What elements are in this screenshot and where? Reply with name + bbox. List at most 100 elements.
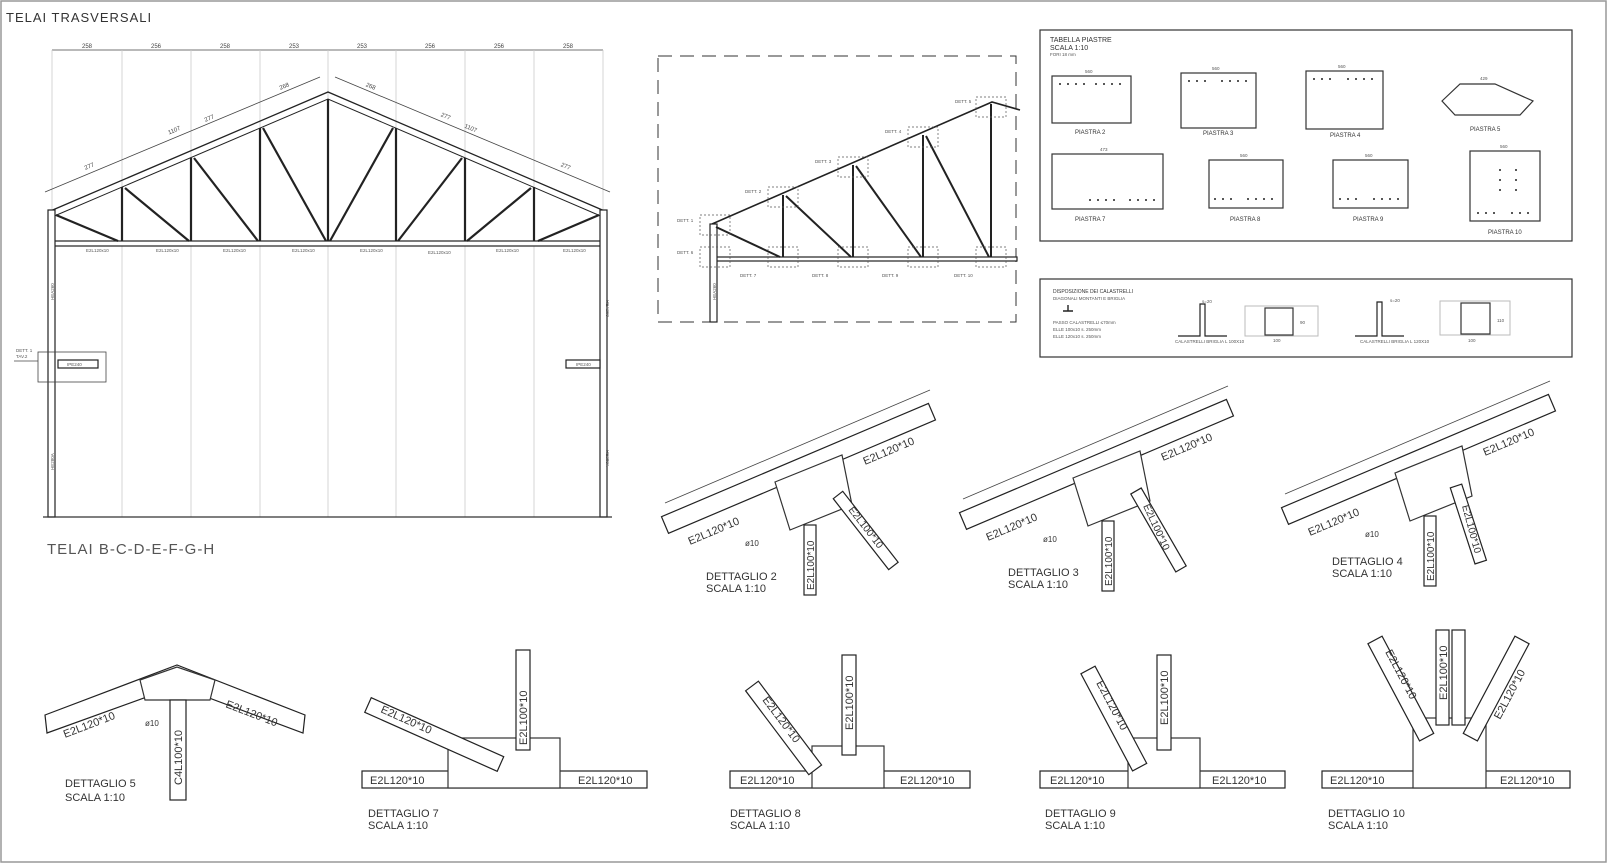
svg-text:SCALA 1:10: SCALA 1:10 (1045, 820, 1105, 832)
svg-text:560: 560 (1500, 144, 1508, 149)
svg-text:HEA260: HEA260 (712, 283, 717, 300)
svg-text:E2L120x10: E2L120x10 (223, 248, 246, 253)
svg-text:DETTAGLIO 4: DETTAGLIO 4 (1332, 556, 1403, 568)
svg-text:E2L100*10: E2L100*10 (1140, 503, 1171, 553)
svg-text:560: 560 (1212, 66, 1220, 71)
svg-text:E2L100*10: E2L100*10 (846, 505, 885, 551)
svg-text:E2L100*10: E2L100*10 (1159, 671, 1171, 725)
svg-text:DETTAGLIO 10: DETTAGLIO 10 (1328, 808, 1405, 820)
svg-text:TABELLA PIASTRE: TABELLA PIASTRE (1050, 37, 1112, 44)
svg-text:E2L100*10: E2L100*10 (518, 691, 530, 745)
svg-text:E2L120x10: E2L120x10 (563, 248, 586, 253)
svg-text:HE280A: HE280A (605, 450, 610, 467)
svg-text:268: 268 (279, 82, 291, 92)
calastrelli-panel: DISPOSIZIONE DEI CALASTRELLI DIAGONALI M… (1039, 278, 1573, 358)
svg-text:IPE240: IPE240 (576, 362, 591, 367)
svg-text:268: 268 (365, 82, 377, 92)
svg-text:IPE240: IPE240 (67, 362, 82, 367)
svg-text:ELLE 120x10 s. 250mm: ELLE 120x10 s. 250mm (1053, 334, 1101, 339)
svg-text:E2L120*10: E2L120*10 (1330, 775, 1384, 787)
svg-text:E2L120*10: E2L120*10 (1500, 775, 1554, 787)
svg-text:SCALA 1:10: SCALA 1:10 (1332, 568, 1392, 580)
svg-text:DETTAGLIO 2: DETTAGLIO 2 (706, 571, 777, 583)
svg-text:DETT. 2: DETT. 2 (745, 189, 762, 194)
svg-text:CALASTRELLI BRIGLIA L 120X10: CALASTRELLI BRIGLIA L 120X10 (1360, 339, 1430, 344)
plate-holes (1059, 78, 1529, 214)
svg-text:90: 90 (1300, 320, 1306, 325)
svg-text:E2L120*10: E2L120*10 (370, 775, 424, 787)
svg-text:PIASTRA 7: PIASTRA 7 (1075, 217, 1106, 223)
svg-text:SCALA 1:10: SCALA 1:10 (1050, 45, 1088, 52)
svg-text:SCALA 1:10: SCALA 1:10 (65, 792, 125, 804)
svg-text:DETT. 1: DETT. 1 (16, 348, 33, 353)
svg-text:100: 100 (1468, 338, 1476, 343)
svg-text:E2L120*10: E2L120*10 (578, 775, 632, 787)
svg-text:ø10: ø10 (1043, 535, 1057, 544)
svg-text:429: 429 (1480, 76, 1488, 81)
svg-text:277: 277 (440, 112, 452, 122)
svg-text:HEA260: HEA260 (605, 300, 610, 317)
svg-text:1107: 1107 (463, 124, 478, 135)
svg-text:PASSO CALASTRELLI ≤70mm: PASSO CALASTRELLI ≤70mm (1053, 320, 1116, 325)
svg-text:ø10: ø10 (1365, 530, 1379, 539)
svg-text:E2L100*10: E2L100*10 (1459, 504, 1483, 555)
svg-text:560: 560 (1240, 153, 1248, 158)
detail-5: E2L120*10 E2L120*10 C4L100*10 ø10 DETTAG… (44, 664, 306, 804)
svg-text:SCALA 1:10: SCALA 1:10 (730, 820, 790, 832)
svg-text:C4L100*10: C4L100*10 (173, 730, 185, 785)
svg-text:DETT. 1: DETT. 1 (677, 218, 694, 223)
svg-text:1107: 1107 (168, 126, 183, 137)
svg-text:FORI 18 mm: FORI 18 mm (1050, 52, 1076, 57)
svg-text:E2L120*10: E2L120*10 (1212, 775, 1266, 787)
svg-text:PIASTRA 5: PIASTRA 5 (1470, 127, 1501, 133)
detail-4: E2L120*10 E2L120*10 E2L100*10 E2L100*10 … (1280, 380, 1557, 587)
svg-text:277: 277 (204, 114, 216, 124)
svg-text:560: 560 (1085, 69, 1093, 74)
svg-text:110: 110 (1497, 318, 1505, 323)
svg-text:DETT. 5: DETT. 5 (955, 99, 972, 104)
svg-text:DETT. 3: DETT. 3 (815, 159, 832, 164)
svg-text:DETT. 7: DETT. 7 (740, 273, 757, 278)
svg-text:PIASTRA 4: PIASTRA 4 (1330, 133, 1361, 139)
svg-text:DIAGONALI MONTANTI E BRIGLIA: DIAGONALI MONTANTI E BRIGLIA (1053, 296, 1125, 301)
svg-text:E2L100*10: E2L100*10 (1426, 531, 1437, 581)
svg-text:E2L100*10: E2L100*10 (1438, 646, 1450, 700)
svg-text:DETTAGLIO 9: DETTAGLIO 9 (1045, 808, 1116, 820)
svg-text:PIASTRA 8: PIASTRA 8 (1230, 217, 1261, 223)
svg-text:258: 258 (563, 44, 574, 50)
svg-text:E2L120*10: E2L120*10 (1050, 775, 1104, 787)
svg-text:DETTAGLIO 5: DETTAGLIO 5 (65, 778, 136, 790)
svg-text:CALASTRELLI BRIGLIA L 100X10: CALASTRELLI BRIGLIA L 100X10 (1175, 339, 1245, 344)
svg-text:HEA260: HEA260 (50, 283, 55, 300)
svg-text:560: 560 (1338, 64, 1346, 69)
svg-text:DETT. 6: DETT. 6 (677, 250, 694, 255)
svg-text:560: 560 (1365, 153, 1373, 158)
truss-posts (120, 99, 536, 241)
svg-text:E2L120x10: E2L120x10 (428, 250, 451, 255)
svg-text:E2L120x10: E2L120x10 (86, 248, 109, 253)
svg-text:s=20: s=20 (1390, 298, 1400, 303)
svg-text:E2L100*10: E2L100*10 (806, 540, 817, 590)
svg-text:PIASTRA 2: PIASTRA 2 (1075, 130, 1106, 136)
svg-text:ELLE 100x10 s. 250mm: ELLE 100x10 s. 250mm (1053, 327, 1101, 332)
svg-text:DETTAGLIO 3: DETTAGLIO 3 (1008, 567, 1079, 579)
svg-text:E2L120*10: E2L120*10 (900, 775, 954, 787)
svg-text:256: 256 (494, 44, 505, 50)
svg-text:E2L100*10: E2L100*10 (1104, 536, 1115, 586)
svg-text:258: 258 (82, 44, 93, 50)
svg-text:SCALA 1:10: SCALA 1:10 (368, 820, 428, 832)
svg-text:E2L120x10: E2L120x10 (292, 248, 315, 253)
svg-text:DETTAGLIO 8: DETTAGLIO 8 (730, 808, 801, 820)
svg-text:100: 100 (1273, 338, 1281, 343)
svg-text:SCALA 1:10: SCALA 1:10 (1328, 820, 1388, 832)
svg-text:SCALA 1:10: SCALA 1:10 (706, 583, 766, 595)
